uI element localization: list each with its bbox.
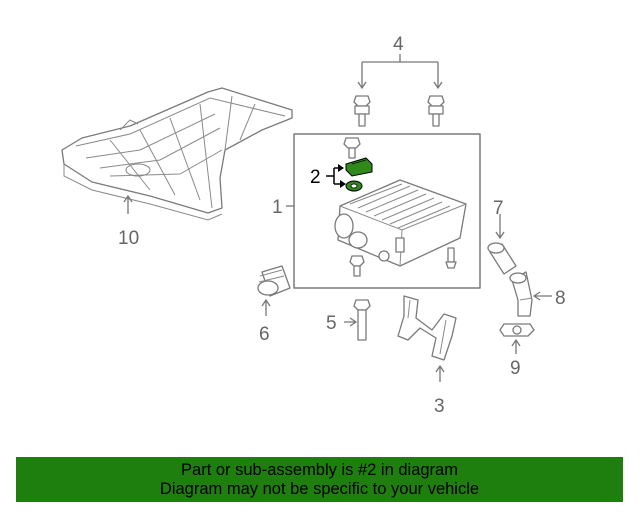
stud-bolt-right[interactable] bbox=[427, 95, 445, 127]
bolt-top[interactable] bbox=[343, 137, 361, 159]
bolt-5[interactable] bbox=[353, 299, 371, 341]
callout-9: 9 bbox=[510, 358, 521, 379]
intercooler[interactable] bbox=[334, 179, 467, 267]
parts-diagram: 10 4 1 bbox=[61, 34, 566, 417]
callout-5: 5 bbox=[326, 313, 337, 334]
intake-boot[interactable] bbox=[257, 265, 291, 297]
hose-7[interactable] bbox=[487, 242, 517, 275]
stud-bolt-left[interactable] bbox=[353, 95, 371, 127]
bolt-lower-right[interactable] bbox=[445, 247, 457, 269]
bracket-highlighted[interactable] bbox=[345, 157, 373, 177]
gasket[interactable] bbox=[499, 323, 535, 337]
callout-7: 7 bbox=[493, 198, 504, 219]
callout-4: 4 bbox=[393, 34, 404, 55]
elbow-pipe[interactable] bbox=[509, 271, 533, 317]
bolt-lower-left[interactable] bbox=[349, 255, 365, 277]
callout-6: 6 bbox=[259, 324, 270, 345]
washer-highlighted[interactable] bbox=[345, 180, 363, 192]
banner-line-1: Part or sub-assembly is #2 in diagram bbox=[181, 461, 458, 479]
callout-3: 3 bbox=[434, 396, 445, 417]
callout-8: 8 bbox=[555, 288, 566, 309]
banner-line-2: Diagram may not be specific to your vehi… bbox=[159, 480, 480, 498]
callout-10: 10 bbox=[118, 228, 139, 249]
notice-banner: Part or sub-assembly is #2 in diagram Di… bbox=[16, 457, 623, 502]
undercover-panel[interactable] bbox=[61, 87, 293, 221]
callout-2: 2 bbox=[310, 167, 321, 188]
support-bracket[interactable] bbox=[397, 295, 457, 361]
callout-1: 1 bbox=[272, 197, 283, 218]
